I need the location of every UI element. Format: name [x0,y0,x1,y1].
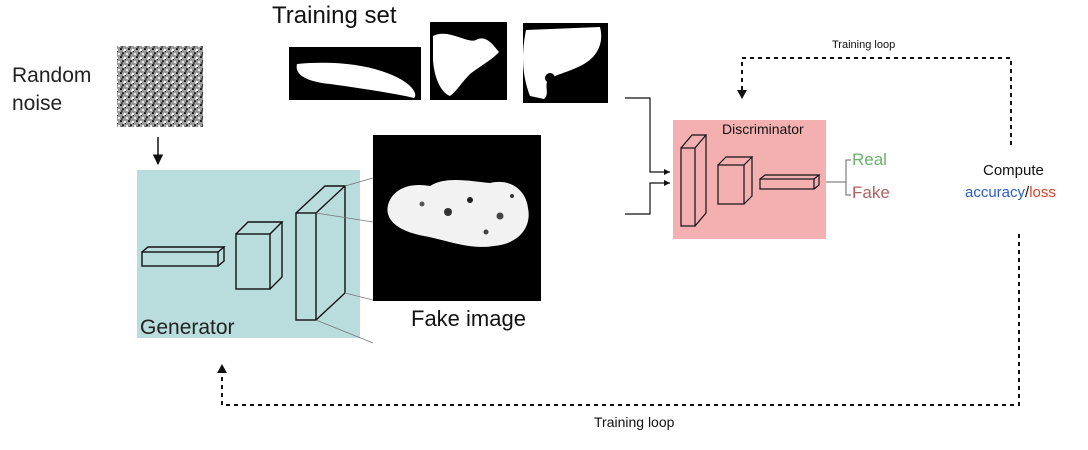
compute-label: Compute [983,163,1044,178]
training-image-2 [430,22,507,100]
random-noise-label: Random noise [12,62,91,118]
fake-image-label: Fake image [411,308,526,330]
training-image-1 [289,47,421,100]
discriminator-label: Discriminator [722,122,804,136]
generator-label: Generator [140,317,235,338]
training-image-3 [523,23,608,103]
random-noise-image [117,46,203,127]
training-loop-top-label: Training loop [832,40,895,51]
discriminator-input-arrows [625,98,670,214]
fake-label: Fake [852,184,890,201]
training-loop-bottom-label: Training loop [594,415,674,429]
output-bracket [826,160,851,195]
real-label: Real [852,151,887,168]
accuracy-loss-label: accuracy/loss [965,185,1056,200]
loss-text: loss [1029,184,1056,201]
fake-image [373,135,541,301]
accuracy-text: accuracy [965,184,1025,201]
generator-box [137,170,360,338]
training-set-label: Training set [272,4,397,28]
